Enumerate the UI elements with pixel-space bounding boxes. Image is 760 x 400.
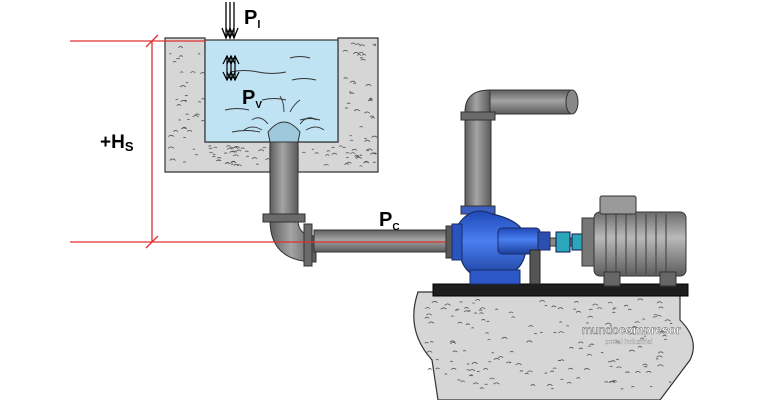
discharge-pipe bbox=[460, 89, 579, 215]
vapor-pressure-label: PV bbox=[242, 87, 262, 111]
water-tank bbox=[204, 39, 339, 143]
suction-pipe bbox=[243, 95, 455, 267]
atmospheric-pressure-label: Pl bbox=[244, 7, 260, 31]
electric-motor bbox=[581, 195, 687, 287]
atmospheric-pressure-arrows bbox=[221, 2, 239, 40]
foundation-texture bbox=[424, 298, 673, 390]
svg-text:mundocompresor: mundocompresor bbox=[582, 323, 681, 337]
suction-head-label: +HS bbox=[100, 132, 134, 154]
svg-text:portal industrial: portal industrial bbox=[605, 339, 653, 346]
shaft-coupling bbox=[549, 231, 583, 253]
suction-head-dimension bbox=[70, 34, 446, 249]
vapor-pressure-arrows bbox=[222, 54, 240, 82]
pump-pressure-label: PC bbox=[379, 209, 400, 233]
pump-foundation bbox=[413, 283, 694, 400]
concrete-texture bbox=[167, 42, 378, 167]
watermark-logo: mundocompresor portal industrial bbox=[582, 323, 681, 346]
centrifugal-pump bbox=[451, 210, 551, 285]
